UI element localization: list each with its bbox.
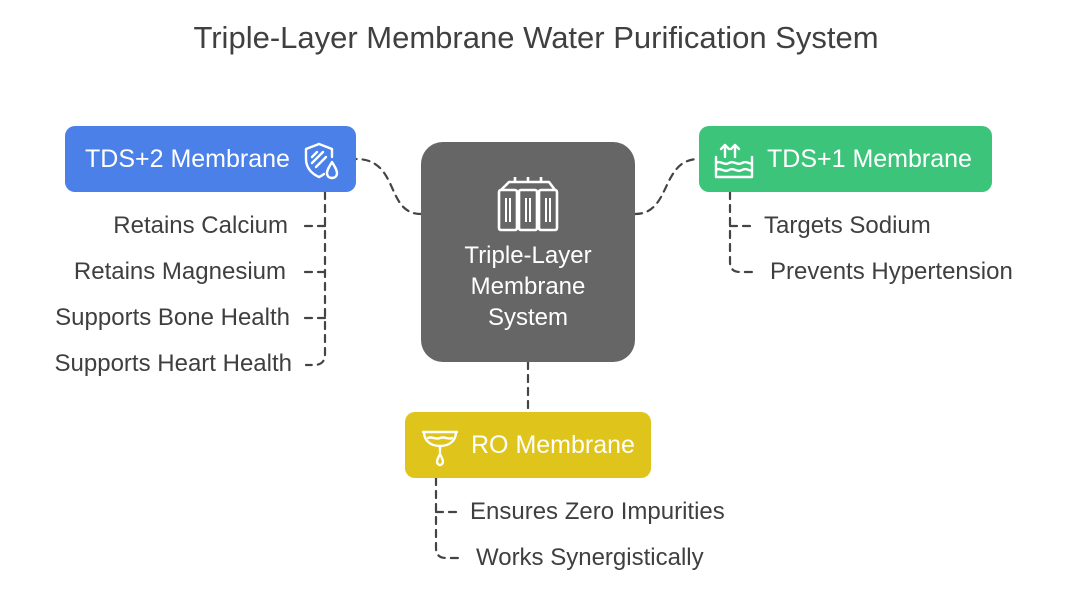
central-node: Triple-Layer Membrane System — [421, 142, 635, 362]
filter-funnel-drop-icon — [419, 426, 461, 492]
tds1-item-2: Prevents Hypertension — [770, 258, 1013, 285]
tds1-item-1: Targets Sodium — [764, 212, 931, 239]
ro-item-1: Ensures Zero Impurities — [470, 498, 725, 525]
evaporation-waves-icon — [713, 140, 755, 206]
tds2-membrane-node: TDS+2 Membrane — [65, 126, 356, 192]
central-label-line-2: Membrane — [470, 273, 586, 300]
tds2-membrane-label: TDS+2 Membrane — [85, 145, 290, 173]
ro-membrane-label: RO Membrane — [471, 431, 635, 459]
central-label-line-1: Triple-Layer — [464, 242, 592, 269]
central-label-line-3: System — [487, 304, 568, 331]
ro-item-2: Works Synergistically — [476, 544, 704, 571]
shield-water-drop-icon — [301, 140, 341, 206]
connector-ro-spine — [434, 476, 462, 560]
connector-tds2-spine — [304, 190, 327, 367]
tds2-item-1: Retains Calcium — [113, 212, 288, 239]
connector-center-tds1 — [633, 157, 701, 216]
tds2-item-4: Supports Heart Health — [54, 350, 292, 377]
tds1-membrane-label: TDS+1 Membrane — [767, 145, 972, 173]
filter-cartridges-icon — [495, 174, 561, 239]
ro-membrane-node: RO Membrane — [405, 412, 651, 478]
central-node-label: Triple-Layer Membrane System — [421, 240, 635, 333]
tds2-item-2: Retains Magnesium — [73, 258, 286, 285]
connector-tds1-spine — [728, 190, 756, 274]
tds2-item-3: Supports Bone Health — [55, 304, 290, 331]
connector-center-tds2 — [354, 157, 423, 216]
tds1-membrane-node: TDS+1 Membrane — [699, 126, 992, 192]
diagram-title: Triple-Layer Membrane Water Purification… — [193, 20, 879, 55]
